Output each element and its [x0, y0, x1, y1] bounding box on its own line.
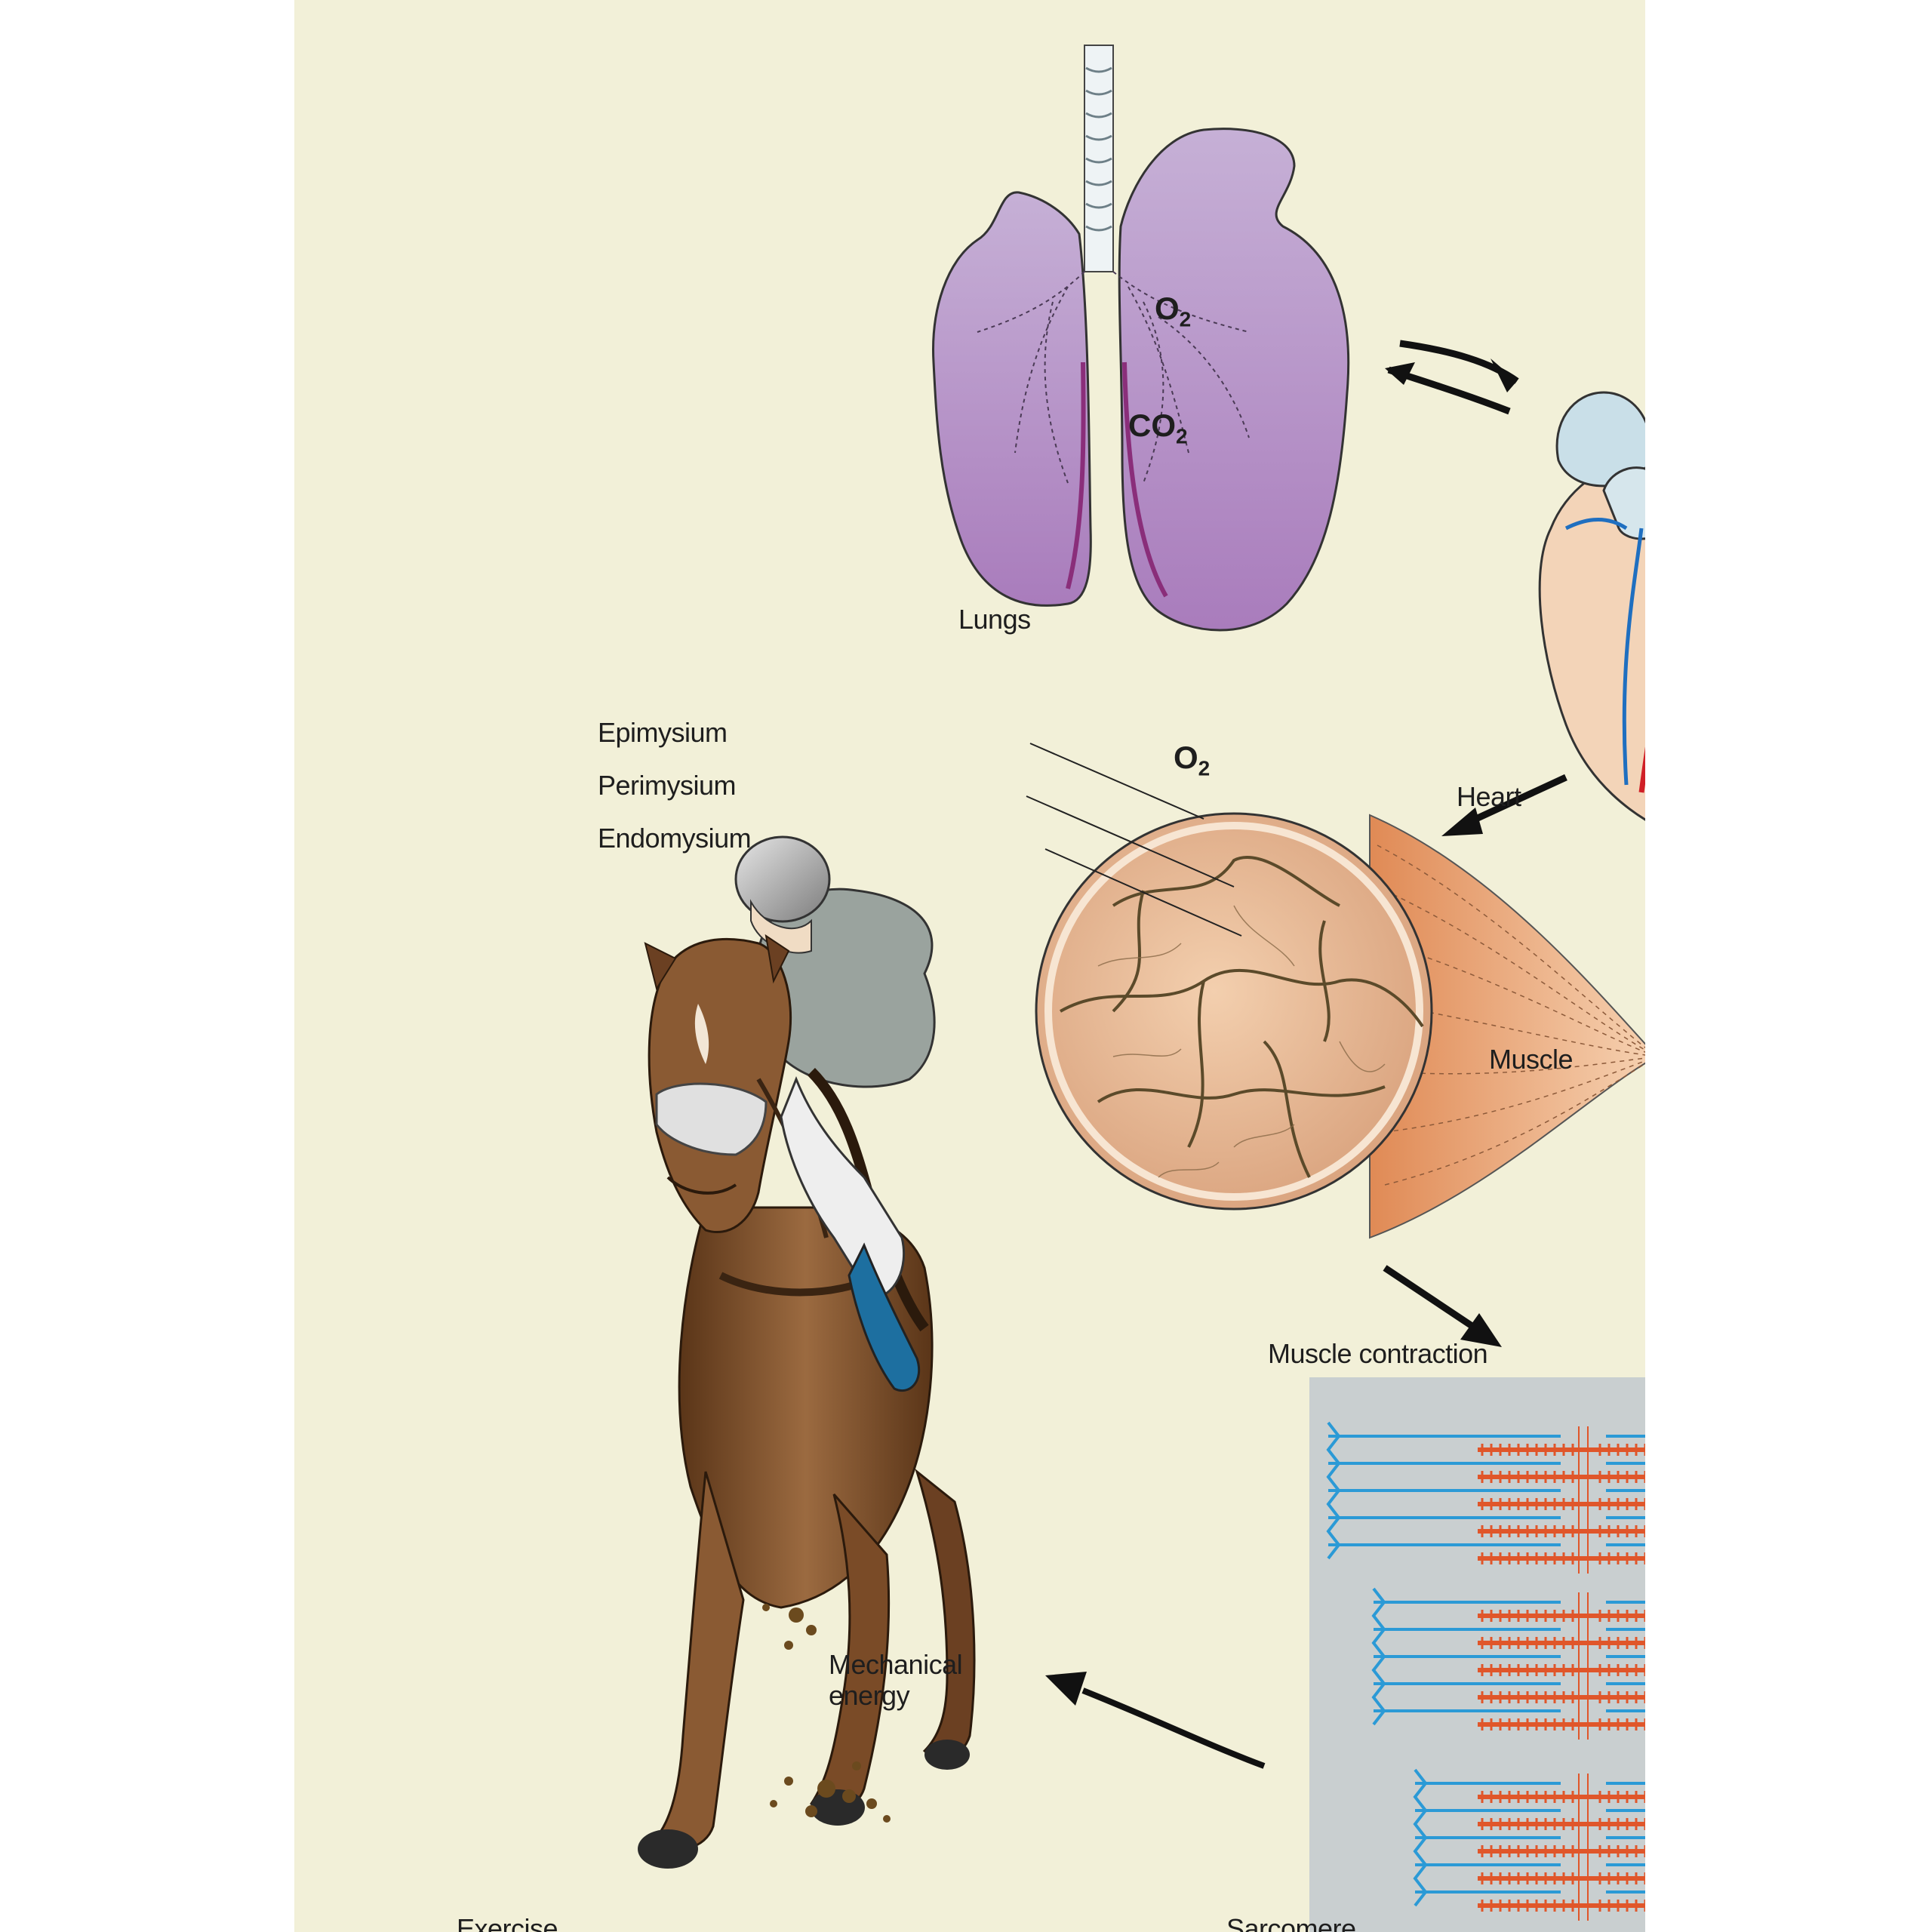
muscle-cross-section	[1035, 812, 1433, 1211]
gas-o2-top-sub: 2	[1179, 307, 1192, 331]
gas-o2-heart-sub: 2	[1198, 756, 1211, 780]
label-mechanical-energy-line1: Mechanical	[829, 1649, 963, 1680]
vena-cava	[1555, 391, 1645, 488]
label-muscle: Muscle	[1489, 1044, 1574, 1075]
gas-o2-heart-base: O	[1174, 740, 1198, 775]
label-mechanical-energy: Mechanical energy	[829, 1649, 963, 1712]
label-sarcomere: Sarcomere	[1226, 1913, 1356, 1932]
oxygen-to-muscle-arrow	[1441, 774, 1567, 836]
label-heart: Heart	[1457, 781, 1521, 812]
jockey-helmet	[734, 835, 831, 923]
horse-blaze	[694, 1004, 709, 1064]
sarcomere-group-3	[1413, 1768, 1645, 1921]
label-perimysium: Perimysium	[598, 770, 737, 801]
mechanical-energy-arrow	[1045, 1672, 1266, 1769]
pulmonary-trunk	[1602, 466, 1645, 540]
gas-co2: CO2	[1128, 408, 1188, 448]
muscle-to-contraction-arrow	[1383, 1265, 1502, 1347]
jockey-legs	[780, 1075, 906, 1300]
gas-o2-heart: O2	[1174, 740, 1210, 780]
label-exercise: Exercise	[457, 1913, 558, 1932]
label-epimysium: Epimysium	[598, 717, 728, 748]
lungs-illustration	[932, 45, 1350, 632]
trachea	[1084, 45, 1114, 272]
gas-o2-top: O2	[1155, 291, 1191, 331]
diagram-page: Lungs Heart O2 CO2 O2 Epimysium Perimysi…	[294, 0, 1645, 1932]
label-mechanical-energy-line2: energy	[829, 1680, 910, 1712]
label-lungs: Lungs	[958, 604, 1031, 635]
gas-exchange-arrows	[1385, 340, 1519, 415]
label-muscle-contraction: Muscle contraction	[1268, 1338, 1488, 1369]
right-lung	[1118, 128, 1350, 632]
noseband	[655, 1082, 768, 1156]
muscle-belly	[1369, 814, 1645, 1239]
sarcomere-group-2	[1371, 1587, 1645, 1740]
gas-co2-base: CO	[1128, 408, 1176, 443]
muscle-illustration	[1026, 743, 1645, 1239]
horse-and-jockey	[638, 835, 976, 1869]
left-lung	[932, 191, 1092, 607]
heart-body	[1538, 448, 1645, 821]
label-endomysium: Endomysium	[598, 823, 752, 854]
illustration	[638, 45, 1645, 1932]
gas-o2-top-base: O	[1155, 291, 1180, 326]
heart-illustration	[1538, 391, 1645, 821]
sarcomere-group-1	[1326, 1421, 1645, 1574]
gas-co2-sub: 2	[1176, 424, 1188, 448]
sarcomere-panel	[1309, 1377, 1645, 1932]
